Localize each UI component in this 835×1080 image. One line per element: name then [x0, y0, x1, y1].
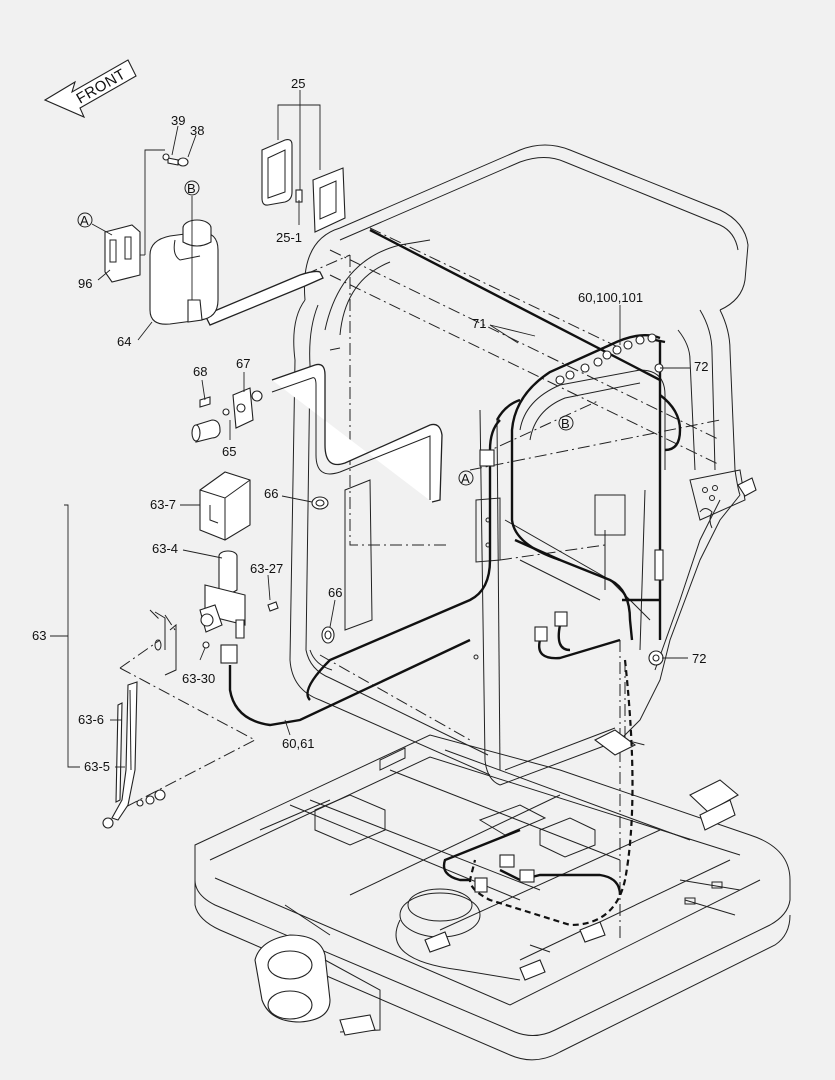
callout-60-61: 60,61 — [282, 736, 315, 751]
callout-63-6: 63-6 — [78, 712, 104, 727]
grommets-66 — [311, 496, 335, 644]
callout-labels: 25 25-1 39 38 A B 96 64 68 67 65 66 66 6… — [32, 76, 708, 774]
callout-63-4: 63-4 — [152, 541, 178, 556]
cab-ref-b-marker — [558, 415, 574, 431]
callout-66-upper: 66 — [264, 486, 278, 501]
callout-63: 63 — [32, 628, 46, 643]
callout-65: 65 — [222, 444, 236, 459]
cab-frame — [289, 144, 757, 786]
callout-72-upper: 72 — [694, 359, 708, 374]
callout-63-7: 63-7 — [150, 497, 176, 512]
callout-39: 39 — [171, 113, 185, 128]
callout-64: 64 — [117, 334, 131, 349]
wire-harness — [228, 228, 682, 927]
washer-tank — [149, 219, 219, 325]
callout-67: 67 — [236, 356, 250, 371]
callout-25-1: 25-1 — [276, 230, 302, 245]
harness-connectors — [474, 333, 664, 893]
leader-lines — [50, 90, 690, 768]
front-arrow: FRONT — [43, 59, 137, 119]
washer-nozzle — [191, 387, 263, 443]
wiper-motor — [154, 550, 279, 676]
ref-b-marker — [184, 180, 200, 196]
cab-ref-a-marker — [458, 470, 474, 486]
callout-96: 96 — [78, 276, 92, 291]
cab-ref-a-label: A — [461, 471, 470, 486]
callout-63-5: 63-5 — [84, 759, 110, 774]
bracket-96 — [104, 224, 141, 283]
callout-72-lower: 72 — [692, 651, 706, 666]
wiper-arm — [102, 681, 166, 829]
lamp-25 — [261, 139, 346, 233]
bolt-38-39 — [162, 153, 189, 167]
callout-71: 71 — [472, 316, 486, 331]
callout-66-lower: 66 — [328, 585, 342, 600]
ref-a-label: A — [80, 213, 89, 228]
washer-hose — [204, 270, 443, 503]
callout-63-27: 63-27 — [250, 561, 283, 576]
base-frame — [194, 729, 791, 1061]
cab-ref-b-label: B — [561, 416, 570, 431]
wiper-motor-cover — [199, 471, 251, 541]
ref-b-label: B — [187, 181, 196, 196]
callout-60-100-101: 60,100,101 — [578, 290, 643, 305]
callout-68: 68 — [193, 364, 207, 379]
callout-63-30: 63-30 — [182, 671, 215, 686]
callout-25: 25 — [291, 76, 305, 91]
ref-a-marker — [77, 212, 93, 228]
callout-38: 38 — [190, 123, 204, 138]
